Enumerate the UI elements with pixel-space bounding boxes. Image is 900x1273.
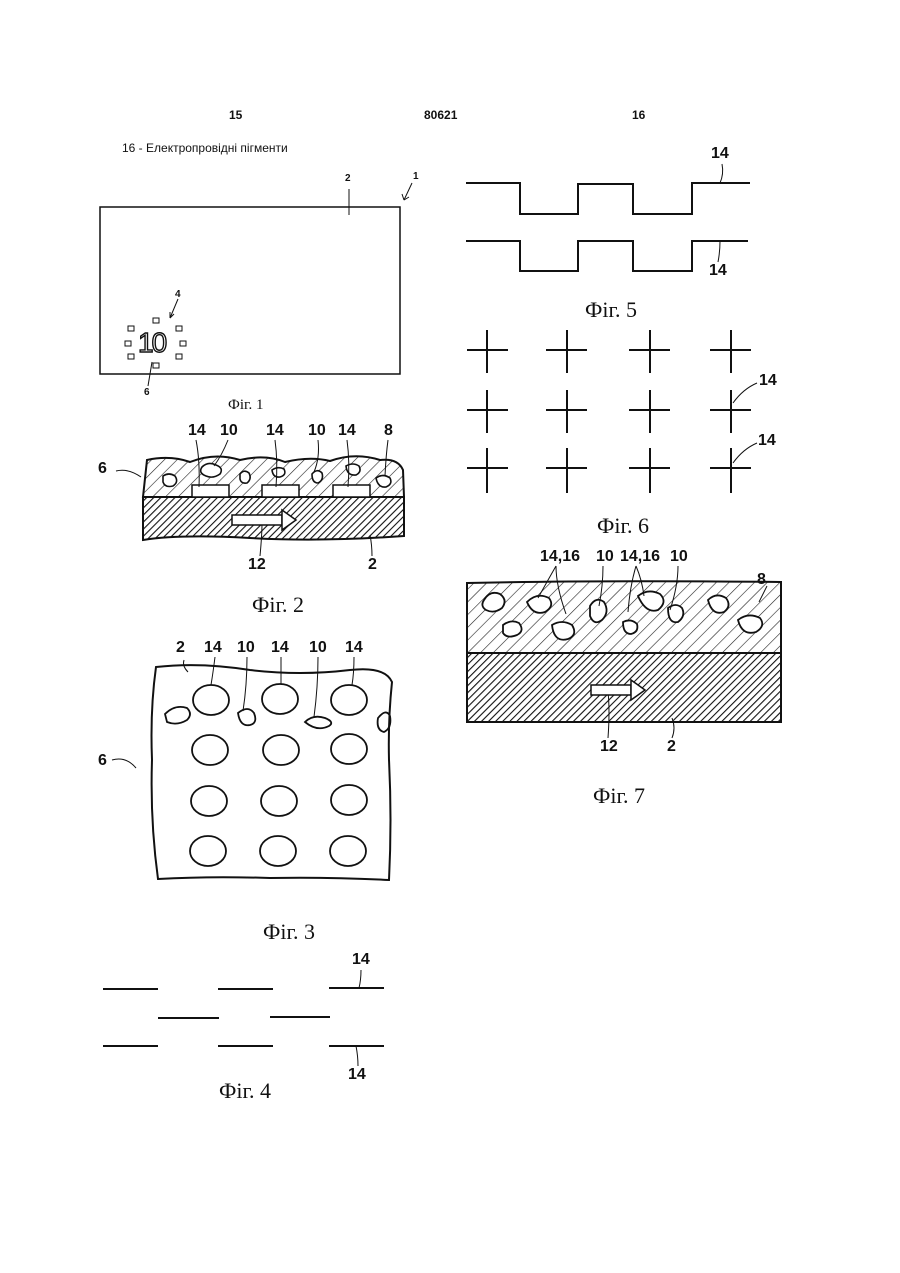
ref-label: 8 bbox=[757, 571, 766, 589]
ref-label: 6 bbox=[98, 460, 107, 478]
document-surface-2 bbox=[152, 665, 393, 880]
ref-label: 14 bbox=[271, 639, 289, 657]
figure-2-caption: Фіг. 2 bbox=[252, 592, 304, 618]
figure-7-caption: Фіг. 7 bbox=[593, 783, 645, 809]
ref-label: 14 bbox=[759, 372, 777, 390]
figure-3-caption: Фіг. 3 bbox=[263, 919, 315, 945]
figure-4-caption: Фіг. 4 bbox=[219, 1078, 271, 1104]
ref-label: 4 bbox=[175, 289, 181, 300]
ref-label: 14 bbox=[709, 262, 727, 280]
ref-label: 10 bbox=[670, 548, 688, 566]
ref-label: 2 bbox=[667, 738, 676, 756]
ref-label: 2 bbox=[176, 639, 185, 657]
ref-label: 1 bbox=[413, 171, 419, 182]
contact-circles bbox=[190, 684, 367, 866]
ref-label: 8 bbox=[384, 422, 393, 440]
figure-6 bbox=[467, 330, 757, 493]
ref-label: 14,16 bbox=[620, 548, 660, 566]
ref-label: 10 bbox=[308, 422, 326, 440]
figure-2 bbox=[116, 440, 404, 556]
ref-label: 2 bbox=[345, 173, 351, 184]
ref-label: 14 bbox=[204, 639, 222, 657]
ref-label: 10 bbox=[309, 639, 327, 657]
ref-label: 14 bbox=[266, 422, 284, 440]
ref-label: 10 bbox=[237, 639, 255, 657]
figure-7 bbox=[467, 566, 781, 738]
ref-label: 14 bbox=[345, 639, 363, 657]
ref-label: 12 bbox=[248, 556, 266, 574]
ref-label: 14 bbox=[188, 422, 206, 440]
ref-label: 10 bbox=[220, 422, 238, 440]
ref-label: 14 bbox=[348, 1066, 366, 1084]
lacquer-layer-8 bbox=[467, 581, 781, 653]
ref-label: 6 bbox=[98, 752, 107, 770]
figure-5 bbox=[466, 164, 750, 271]
figure-3 bbox=[112, 657, 392, 880]
figure-6-caption: Фіг. 6 bbox=[597, 513, 649, 539]
security-element-10: 10 bbox=[138, 327, 165, 359]
ref-label: 14 bbox=[352, 951, 370, 969]
ref-label: 14 bbox=[711, 145, 729, 163]
ref-label: 6 bbox=[144, 387, 150, 398]
figure-1-caption: Фіг. 1 bbox=[228, 397, 263, 414]
figure-4 bbox=[103, 970, 384, 1066]
ref-label: 2 bbox=[368, 556, 377, 574]
figure-5-caption: Фіг. 5 bbox=[585, 297, 637, 323]
ref-label: 10 bbox=[596, 548, 614, 566]
ref-label: 14 bbox=[338, 422, 356, 440]
ref-label: 14,16 bbox=[540, 548, 580, 566]
ref-label: 12 bbox=[600, 738, 618, 756]
ref-label: 14 bbox=[758, 432, 776, 450]
